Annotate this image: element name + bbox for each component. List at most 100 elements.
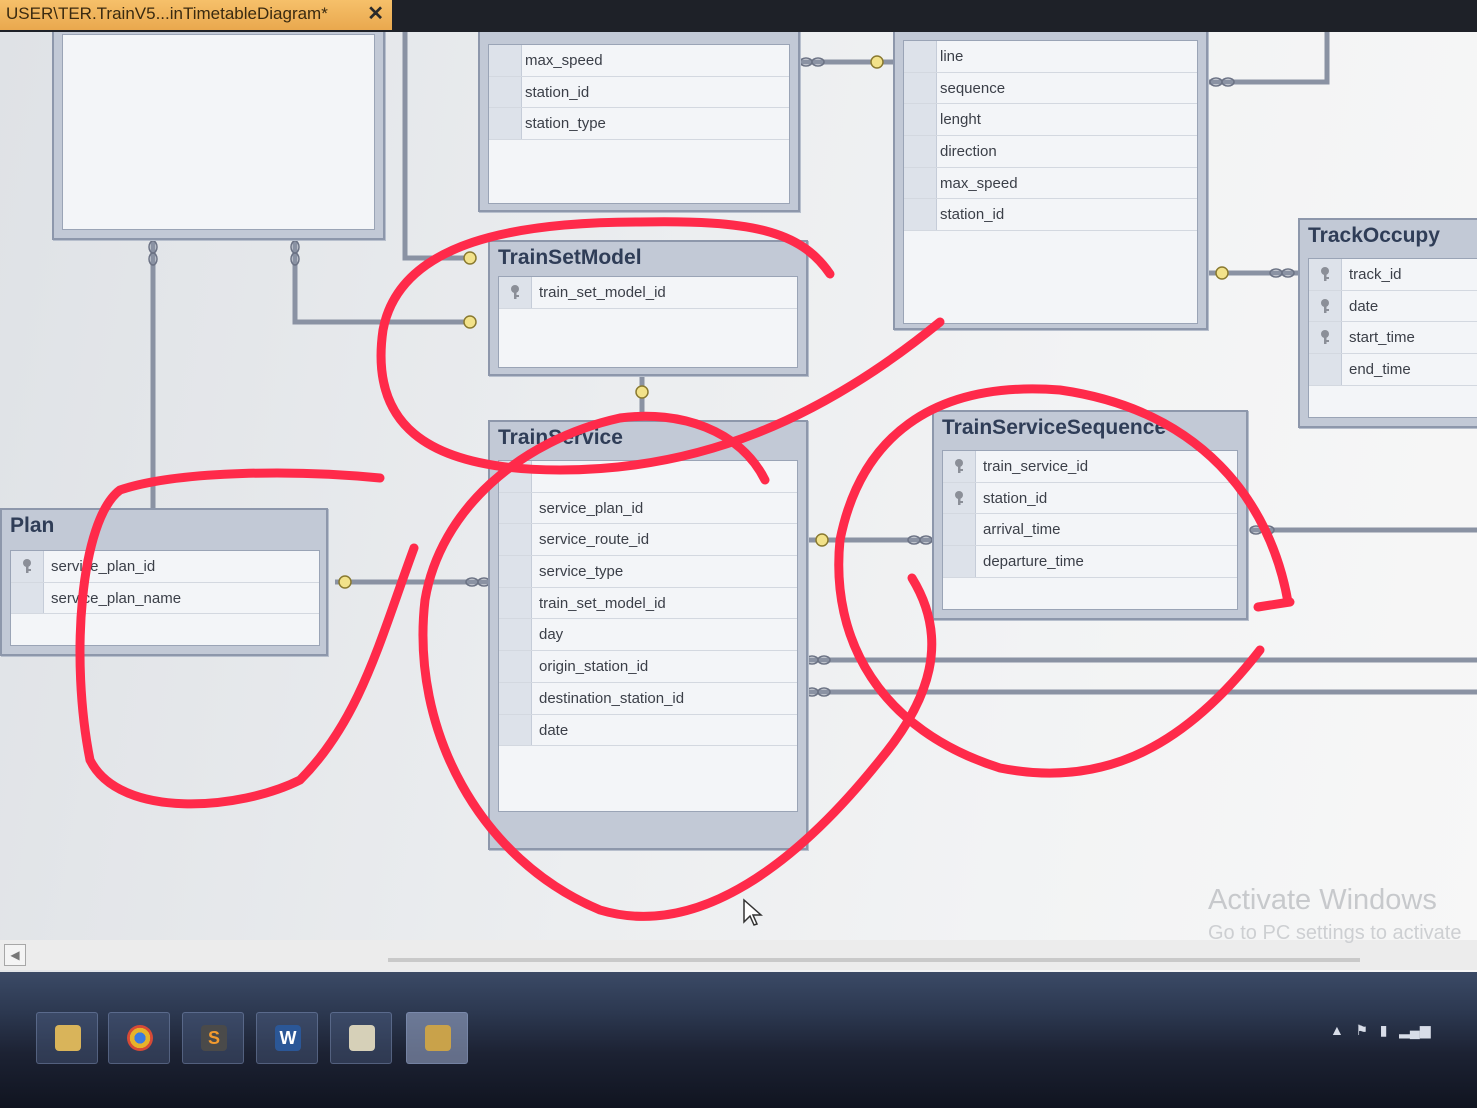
table-row[interactable]: origin_station_id: [499, 651, 797, 683]
column-name: service_plan_id: [51, 558, 156, 575]
column-name: direction: [940, 143, 997, 161]
close-tab-icon[interactable]: ✕: [367, 3, 384, 25]
column-name: station_type: [525, 115, 606, 133]
taskbar-sublime-button[interactable]: S: [182, 1012, 244, 1064]
column-name: sequence: [940, 79, 1006, 97]
document-tab-title: USER\TER.TrainV5...inTimetableDiagram*: [6, 4, 328, 23]
diagram-canvas[interactable]: max_speed station_id station_type line s…: [0, 32, 1477, 972]
column-name: station_id: [983, 489, 1048, 507]
table-trainservicesequence[interactable]: TrainServiceSequence train_service_id st…: [932, 410, 1248, 620]
table-grid: max_speed station_id station_type: [488, 44, 790, 204]
table-row[interactable]: track_id: [1309, 259, 1477, 291]
table-row[interactable]: station_id: [489, 76, 789, 109]
table-row[interactable]: max_speed: [489, 45, 789, 77]
column-name: track_id: [1349, 266, 1402, 283]
table-row[interactable]: start_time: [1309, 322, 1477, 355]
table-grid: line sequence lenght direction max_speed…: [903, 40, 1198, 324]
scroll-left-arrow-icon[interactable]: ◀: [4, 944, 26, 966]
column-name: train_set_model_id: [539, 594, 666, 612]
table-row[interactable]: service_plan_id: [11, 551, 319, 583]
primary-key-icon: [511, 285, 519, 299]
table-grid: service_plan_id service_route_id service…: [498, 460, 798, 812]
table-row[interactable]: [499, 461, 797, 493]
table-row[interactable]: destination_station_id: [499, 682, 797, 715]
activation-watermark-subtitle: Go to PC settings to activate: [1208, 922, 1462, 944]
table-row[interactable]: departure_time: [943, 546, 1237, 578]
table-trainsetmodel[interactable]: TrainSetModel train_set_model_id: [488, 240, 808, 376]
network-icon[interactable]: ▮: [1379, 1022, 1388, 1038]
relationship-key-end-icon: [338, 575, 352, 589]
word-icon: W: [275, 1025, 301, 1051]
table-plan[interactable]: Plan service_plan_id service_plan_name: [0, 508, 328, 656]
scrollbar-thumb[interactable]: [388, 958, 1360, 962]
primary-key-icon: [1321, 298, 1329, 313]
relationship-key-end-icon: [463, 315, 477, 329]
table-row[interactable]: service_route_id: [499, 524, 797, 557]
taskbar-ssms-button[interactable]: [406, 1012, 468, 1064]
table-row[interactable]: station_type: [489, 108, 789, 141]
taskbar-paint-button[interactable]: [330, 1012, 392, 1064]
relationship-line: [402, 32, 475, 261]
column-name: line: [940, 48, 964, 65]
relationship-key-end-icon: [463, 251, 477, 265]
primary-key-icon: [955, 490, 963, 505]
column-name: service_plan_name: [51, 589, 182, 607]
table-row[interactable]: service_plan_id: [499, 492, 797, 525]
taskbar-word-button[interactable]: W: [256, 1012, 318, 1064]
taskbar-chrome-button[interactable]: [108, 1012, 170, 1064]
table-row[interactable]: direction: [904, 136, 1197, 168]
table-row[interactable]: service_type: [499, 556, 797, 588]
column-name: service_plan_id: [539, 499, 644, 517]
primary-key-icon: [23, 559, 31, 573]
taskbar: S W ▲ ⚑ ▮ ▂▄▆: [0, 972, 1477, 1108]
table-row[interactable]: train_set_model_id: [499, 277, 797, 309]
taskbar-folder-button[interactable]: [36, 1012, 98, 1064]
table-row[interactable]: date: [1309, 290, 1477, 323]
table-row[interactable]: day: [499, 619, 797, 652]
sublime-icon: S: [201, 1025, 227, 1051]
activation-watermark: Activate Windows: [1208, 884, 1437, 916]
table-row[interactable]: station_id: [904, 199, 1197, 232]
column-name: departure_time: [983, 553, 1084, 571]
document-tab[interactable]: USER\TER.TrainV5...inTimetableDiagram* ✕: [0, 0, 392, 30]
column-name: train_service_id: [983, 458, 1089, 475]
table-title: TrainSetModel: [498, 246, 642, 269]
column-name: origin_station_id: [539, 658, 649, 676]
column-name: service_type: [539, 563, 624, 581]
table-row[interactable]: service_plan_name: [11, 582, 319, 615]
table-row[interactable]: station_id: [943, 482, 1237, 515]
column-name: start_time: [1349, 329, 1415, 347]
table-trackoccupy[interactable]: TrackOccupy track_id date start_time end…: [1298, 218, 1477, 428]
table-title: Plan: [10, 514, 55, 537]
flag-icon[interactable]: ⚑: [1355, 1022, 1369, 1038]
relationship-key-end-icon: [1215, 266, 1229, 280]
ssms-icon: [425, 1025, 451, 1051]
horizontal-scrollbar[interactable]: [0, 940, 1477, 970]
table-row[interactable]: lenght: [904, 104, 1197, 137]
table-row[interactable]: line: [904, 41, 1197, 73]
relationship-key-end-icon: [635, 385, 649, 399]
signal-icon[interactable]: ▂▄▆: [1399, 1022, 1431, 1038]
column-name: date: [1349, 297, 1379, 315]
primary-key-icon: [955, 459, 963, 473]
table-row[interactable]: train_set_model_id: [499, 587, 797, 620]
table-stub-left[interactable]: [52, 32, 385, 240]
table-trainservice[interactable]: TrainService service_plan_id service_rou…: [488, 420, 808, 850]
column-name: arrival_time: [983, 521, 1061, 539]
system-tray[interactable]: ▲ ⚑ ▮ ▂▄▆: [1330, 1022, 1431, 1039]
table-row[interactable]: end_time: [1309, 354, 1477, 386]
table-row[interactable]: max_speed: [904, 167, 1197, 200]
table-row[interactable]: train_service_id: [943, 451, 1237, 483]
table-row[interactable]: sequence: [904, 72, 1197, 105]
folder-icon: [55, 1025, 81, 1051]
mouse-cursor-icon: [743, 898, 763, 926]
table-stub-middle[interactable]: max_speed station_id station_type: [478, 32, 800, 212]
table-row[interactable]: date: [499, 714, 797, 747]
column-name: max_speed: [940, 174, 1018, 192]
table-row[interactable]: arrival_time: [943, 514, 1237, 547]
tray-chevron-icon[interactable]: ▲: [1330, 1022, 1344, 1038]
relationship-key-end-icon: [870, 55, 884, 69]
table-stub-right[interactable]: line sequence lenght direction max_speed…: [893, 32, 1208, 330]
table-title: TrainService: [498, 426, 623, 449]
column-name: service_route_id: [539, 531, 650, 549]
